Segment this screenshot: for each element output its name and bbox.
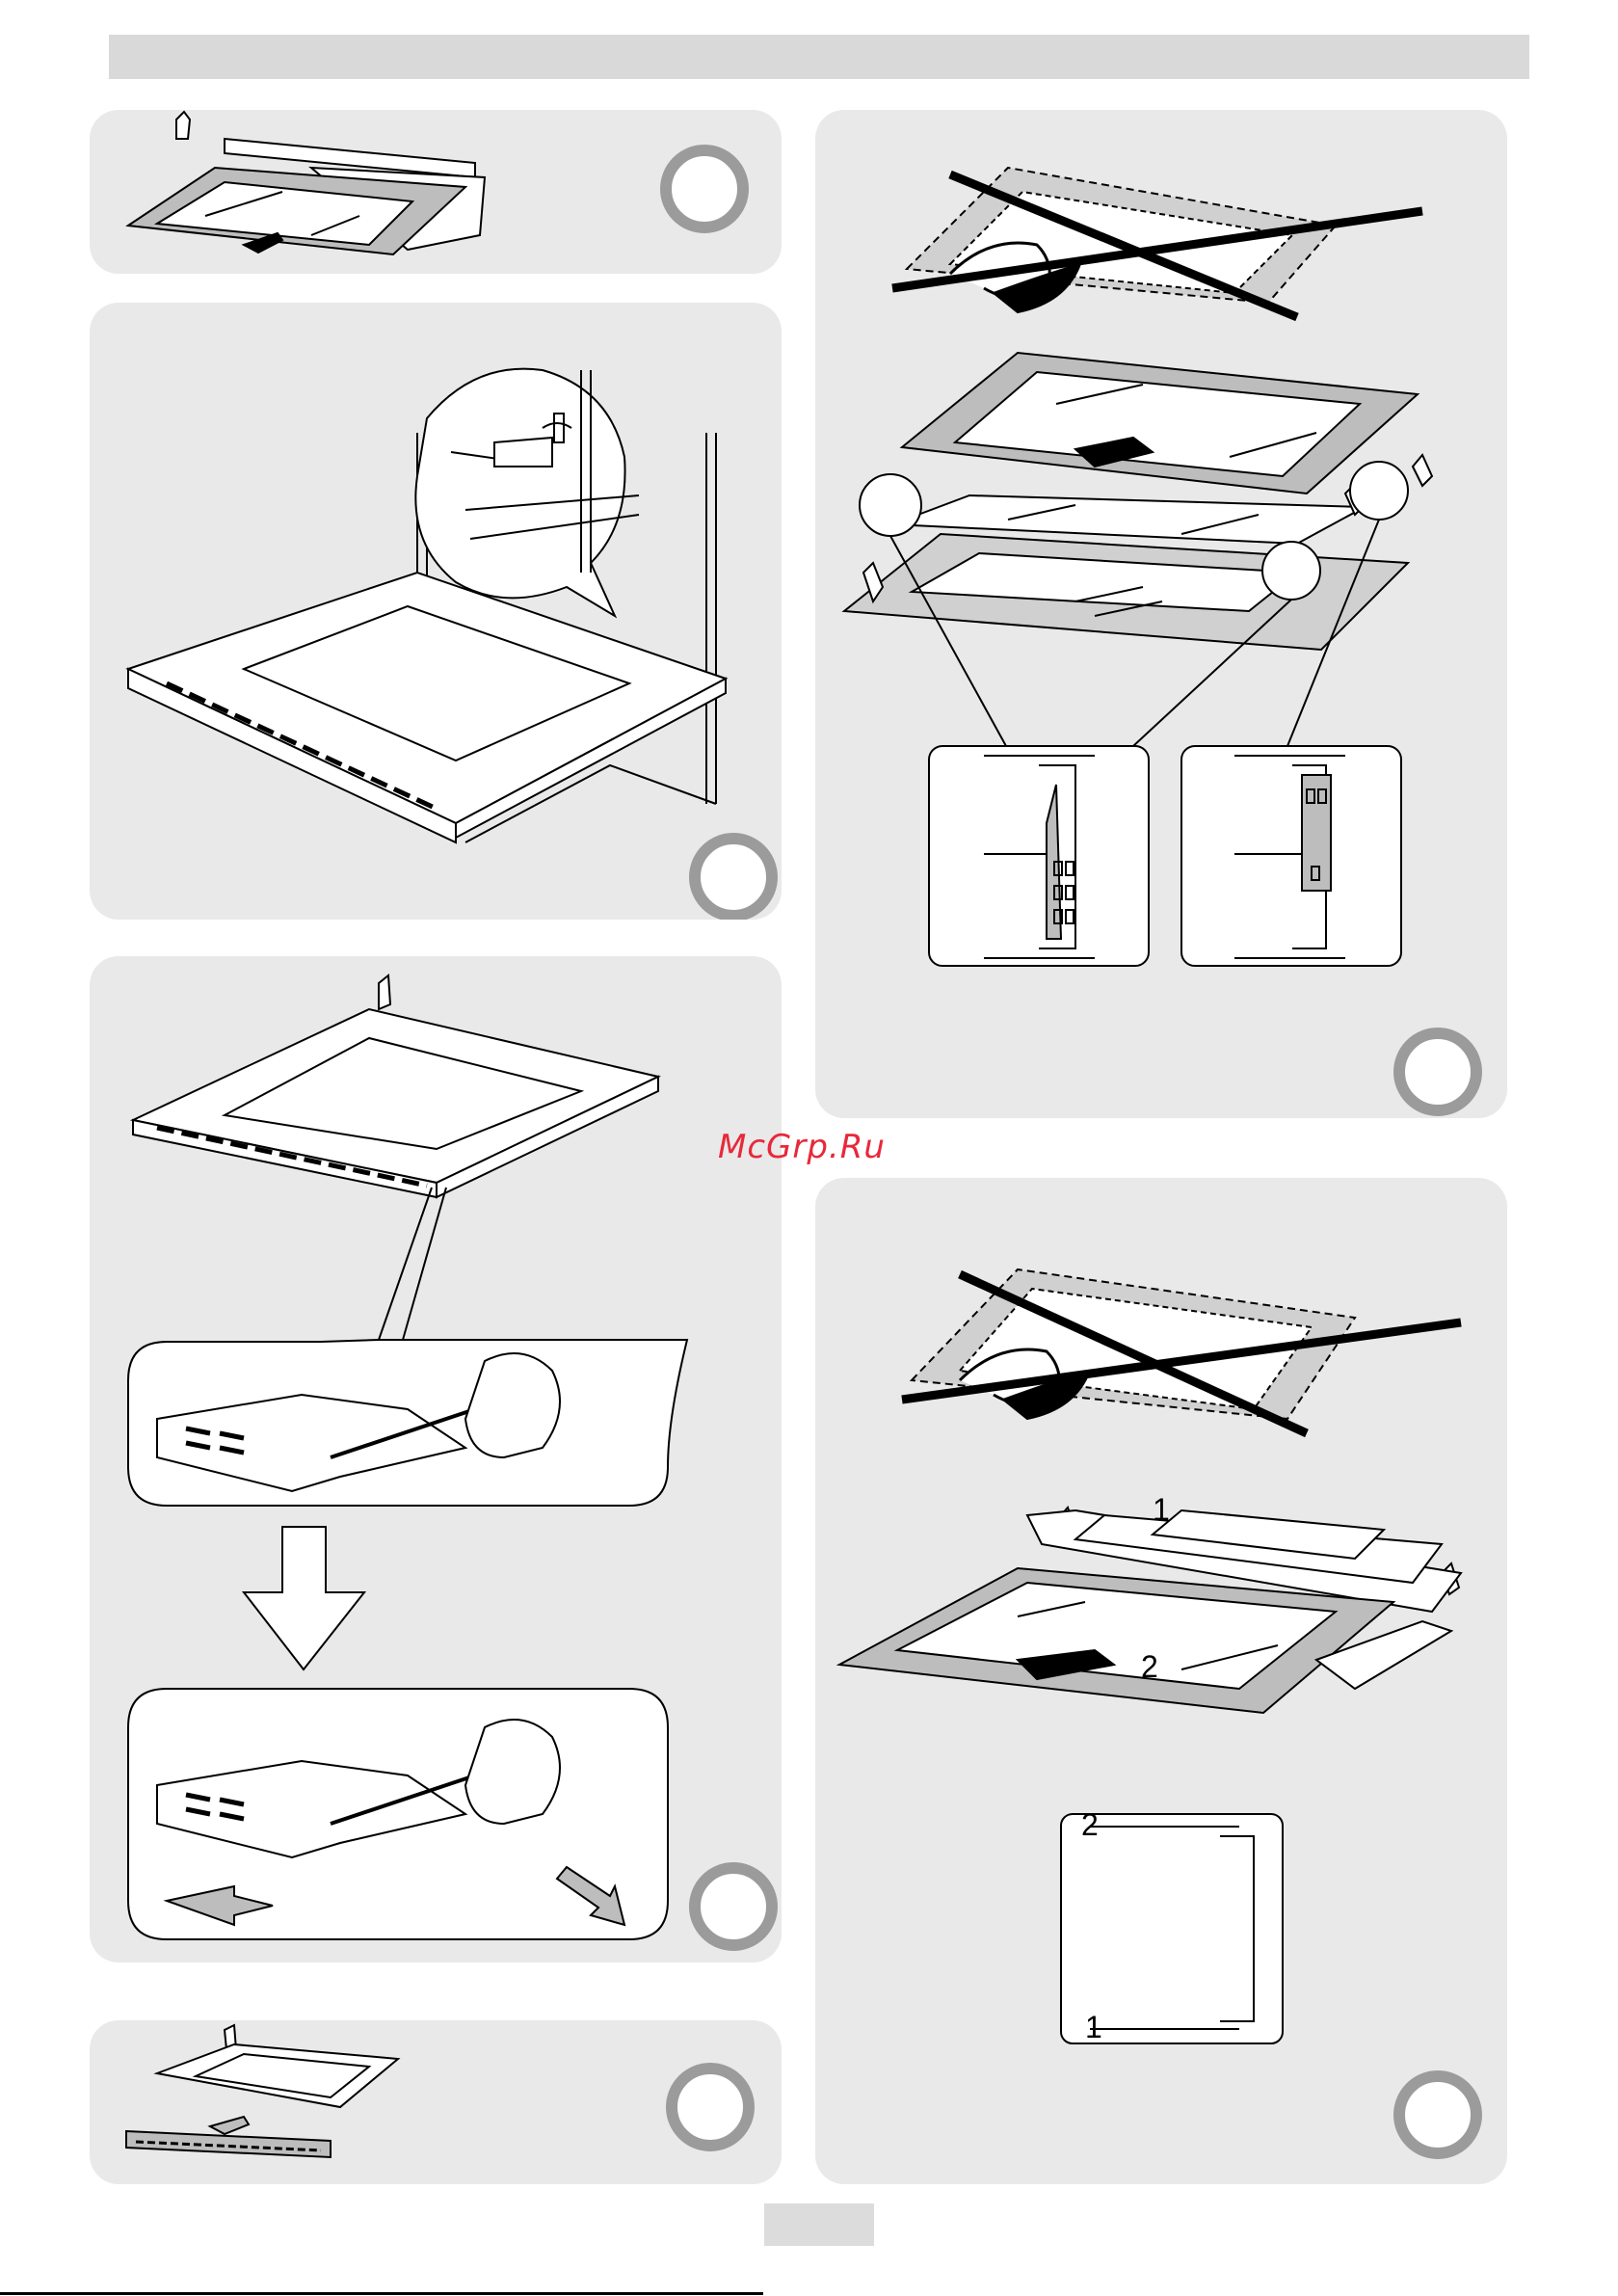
panel-glass-removal-details [815,110,1507,1118]
illustration-glass-removal-details [815,110,1507,1118]
illustration-door-screwdriver [90,956,782,1962]
step-circle [666,2063,755,2151]
panel-glass-panes: 1 2 2 1 [815,1178,1507,2184]
step-circle [689,833,778,920]
detail-label-1: 1 [1085,2010,1102,2044]
step-circle [1393,2070,1482,2159]
detail-label-2: 2 [1081,1807,1099,1842]
bottom-rule [0,2292,763,2295]
panel-door-hinge [90,303,782,920]
step-circle [689,1862,778,1951]
panel-door-screwdriver [90,956,782,1962]
illustration-door-hinge [90,303,782,920]
glass-label-1: 1 [1153,1492,1170,1527]
watermark: McGrp.Ru [718,1128,886,1166]
glass-label-2: 2 [1141,1649,1158,1684]
page-number-box [764,2203,874,2246]
step-circle [1393,1028,1482,1116]
panel-glass-slide-out [90,110,782,274]
step-circle [660,145,749,233]
panel-door-frame-removal [90,2020,782,2184]
illustration-glass-panes: 1 2 2 1 [815,1178,1507,2184]
header-bar [109,35,1529,79]
